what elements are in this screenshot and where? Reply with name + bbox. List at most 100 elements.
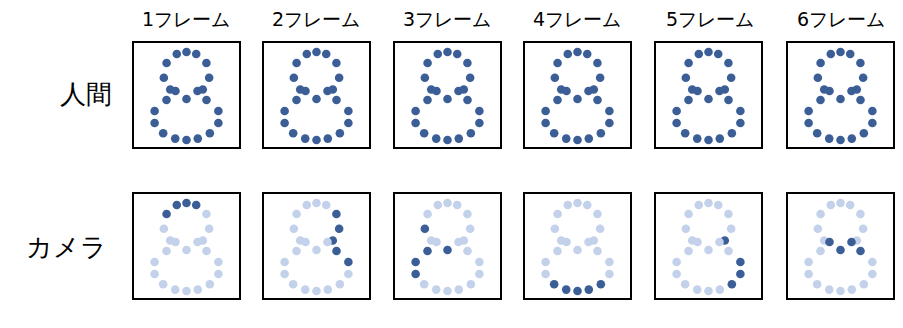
feature-dot [463, 247, 472, 256]
feature-dot [681, 129, 690, 138]
feature-dot [856, 247, 865, 256]
feature-dot [583, 201, 592, 210]
feature-dot [344, 107, 353, 116]
feature-dot [312, 95, 321, 104]
feature-dot [192, 50, 201, 59]
feature-dot [847, 134, 856, 143]
feature-dot [728, 129, 737, 138]
feature-dot [859, 74, 868, 83]
feature-dot [432, 87, 441, 96]
feature-dot [467, 129, 476, 138]
feature-dot [573, 287, 582, 296]
feature-dot [467, 280, 476, 289]
feature-dot [605, 107, 614, 116]
frame-box [655, 193, 762, 299]
feature-dot [162, 96, 171, 105]
feature-dot [443, 48, 452, 57]
feature-dot [292, 59, 301, 68]
feature-dot [193, 87, 202, 96]
feature-dot [336, 129, 345, 138]
feature-dot [171, 238, 180, 247]
feature-dot [420, 280, 429, 289]
feature-dot [704, 95, 713, 104]
feature-dot [335, 225, 344, 234]
feature-dot [724, 210, 733, 219]
feature-dot [475, 258, 484, 267]
feature-dot [162, 59, 171, 68]
feature-dot [292, 96, 301, 105]
feature-dot [443, 136, 452, 145]
feature-dot [860, 129, 869, 138]
frame-border [655, 193, 762, 299]
feature-dot [816, 96, 825, 105]
feature-dot [584, 87, 593, 96]
feature-dot [162, 247, 171, 256]
feature-dot [562, 87, 571, 96]
feature-dot [443, 95, 452, 104]
feature-dot [724, 247, 733, 256]
feature-dot [205, 225, 214, 234]
feature-dot [672, 258, 681, 267]
feature-dot [573, 95, 582, 104]
feature-dot [171, 285, 180, 294]
row-label: カメラ [26, 232, 107, 263]
frame-border [263, 42, 370, 148]
feature-dot [193, 134, 202, 143]
feature-dot [541, 119, 550, 128]
feature-dot [171, 134, 180, 143]
feature-dot [704, 199, 713, 208]
feature-dot [553, 59, 562, 68]
feature-dot [280, 258, 289, 267]
feature-dot [336, 280, 345, 289]
feature-dot [206, 280, 215, 289]
row-label: 人間 [60, 79, 112, 110]
feature-dot [202, 210, 211, 219]
feature-dot [836, 136, 845, 145]
feature-dot [593, 210, 602, 219]
feature-dot [301, 238, 310, 247]
feature-dot [214, 270, 223, 279]
frame-border [263, 193, 370, 299]
feature-dot [868, 258, 877, 267]
feature-dot [868, 107, 877, 116]
feature-dot [214, 107, 223, 116]
feature-dot [302, 50, 311, 59]
feature-dot [432, 285, 441, 294]
feature-dot [704, 136, 713, 145]
feature-dot [302, 201, 311, 210]
feature-dot [332, 247, 341, 256]
feature-dot [672, 107, 681, 116]
feature-dot [182, 287, 191, 296]
feature-dot [312, 48, 321, 57]
feature-dot [280, 270, 289, 279]
feature-dot [814, 225, 823, 234]
feature-dot [859, 225, 868, 234]
feature-dot [714, 50, 723, 59]
feature-dot [193, 238, 202, 247]
feature-dot [693, 87, 702, 96]
feature-dot [332, 96, 341, 105]
feature-dot [454, 285, 463, 294]
feature-dot [715, 238, 724, 247]
feature-dot [727, 225, 736, 234]
frame-border [133, 42, 240, 148]
feature-dot [553, 96, 562, 105]
frame-box [394, 42, 501, 148]
feature-dot [693, 134, 702, 143]
feature-dot [182, 136, 191, 145]
feature-dot [463, 59, 472, 68]
feature-dot [836, 48, 845, 57]
feature-dot [192, 201, 201, 210]
feature-dot [182, 246, 191, 255]
feature-dot [323, 285, 332, 294]
feature-dot [847, 285, 856, 294]
feature-dot [463, 210, 472, 219]
frame-border [524, 42, 631, 148]
feature-dot [693, 285, 702, 294]
feature-dot [214, 119, 223, 128]
feature-dot [825, 87, 834, 96]
feature-dot [280, 107, 289, 116]
frame-box [263, 42, 370, 148]
feature-dot [573, 246, 582, 255]
feature-dot [454, 134, 463, 143]
